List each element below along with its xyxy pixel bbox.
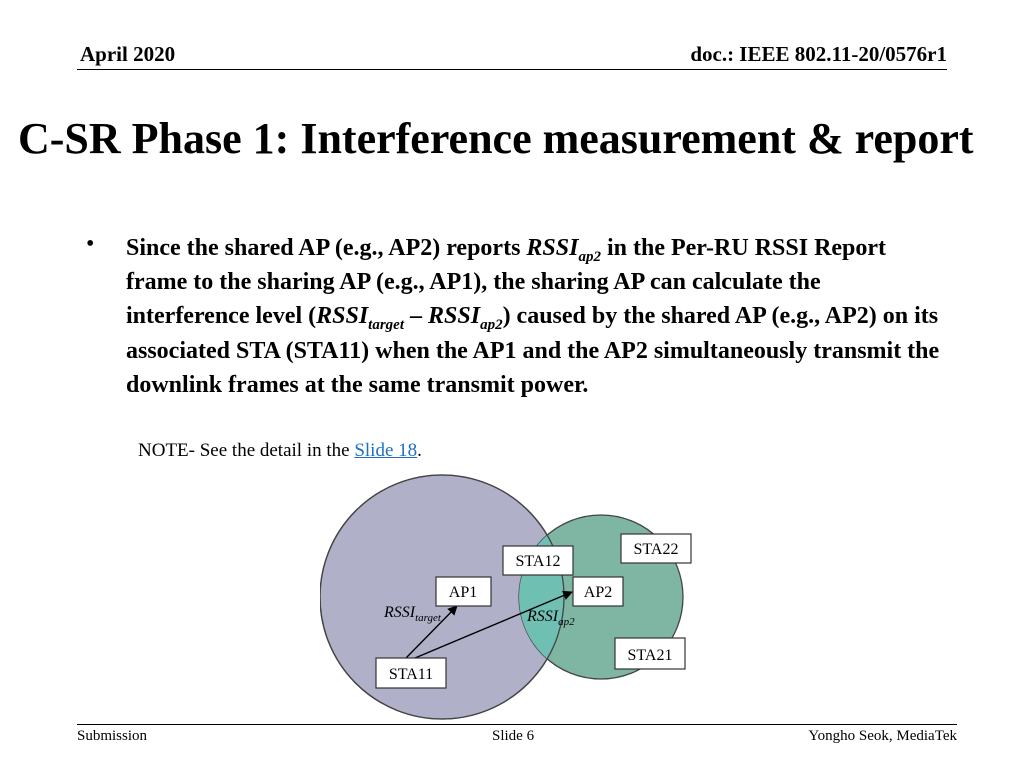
node-sta11: STA11 [375,657,447,689]
label-rssi-ap2-sub: ap2 [558,616,575,628]
bullet-marker: • [86,231,95,257]
node-sta12: STA12 [502,545,574,576]
bullet-text-part-2: in the Per-RU RSSI Report frame to the s… [126,235,887,330]
label-rssi-target-sub: target [415,612,442,624]
rssi-ap2-arrow [414,590,573,659]
label-rssi-target-main: RSSI [383,604,416,621]
slide-title: C-SR Phase 1: Interference measurement &… [18,114,974,163]
footer-author: Yongho Seok, MediaTek [808,728,957,744]
minus-sign: – [404,303,429,330]
node-ap1: AP1 [435,576,492,607]
footer-slide-number: Slide 6 [492,728,535,744]
slide-18-link[interactable]: Slide 18 [354,440,418,461]
node-sta11-label: STA11 [389,666,433,683]
node-sta22-label: STA22 [634,541,679,558]
rssi-symbol: RSSI [316,303,369,330]
rssi-symbol: RSSI [526,235,579,261]
rssi-subscript-ap2: ap2 [480,317,503,334]
bss-overlap-diagram: STA12 STA22 AP1 AP2 STA21 STA11 RSSItarg… [320,474,692,720]
node-sta22: STA22 [620,533,692,564]
node-ap2: AP2 [572,576,624,607]
label-rssi-ap2: RSSIap2 [526,608,575,628]
footer-submission: Submission [77,728,148,744]
header-date: April 2020 [80,42,176,66]
label-rssi-ap2-main: RSSI [526,608,559,625]
bullet-text-part-3: ) caused by the shared AP (e.g., AP2) on… [126,303,940,398]
header-divider [77,69,947,70]
header-doc-id: doc.: IEEE 802.11-20/0576r1 [690,42,947,66]
node-ap2-label: AP2 [584,584,612,601]
note-prefix: NOTE- See the detail in the [138,440,355,461]
node-sta21: STA21 [614,637,686,670]
bullet-text: Since the shared AP (e.g., AP2) reports … [126,231,946,402]
node-sta12-label: STA12 [516,553,561,570]
node-ap1-label: AP1 [449,584,477,601]
note-suffix: . [417,440,422,461]
rssi-subscript-target: target [368,317,405,334]
note: NOTE- See the detail in the Slide 18. [138,440,422,462]
bullet-text-part-1: Since the shared AP (e.g., AP2) reports [126,235,527,261]
rssi-subscript-ap2: ap2 [578,249,601,265]
rssi-target-arrow [405,605,458,659]
node-sta21-label: STA21 [628,647,673,664]
rssi-symbol: RSSI [428,303,481,330]
label-rssi-target: RSSItarget [383,604,442,624]
footer-divider [77,724,957,725]
